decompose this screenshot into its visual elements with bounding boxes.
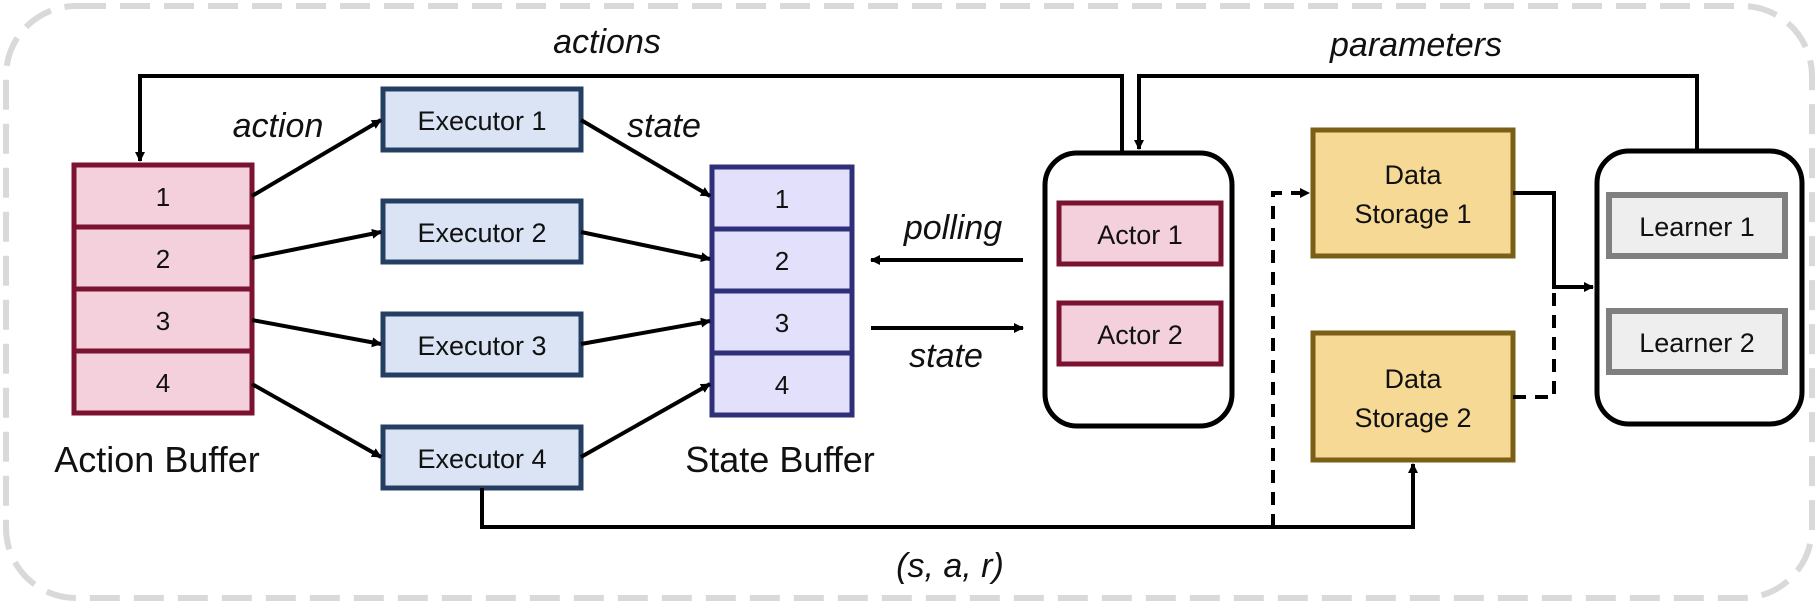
arrow-buffer-to-executor-3 — [251, 318, 382, 348]
state-buffer: 1 2 3 4 State Buffer — [685, 164, 875, 480]
action-buffer-slot: 2 — [71, 224, 255, 292]
dashed-link-storage-2-to-learners — [1513, 287, 1556, 399]
executor-label: Executor 4 — [417, 444, 546, 474]
arrow-buffer-to-executor-2 — [251, 228, 382, 260]
arrow-executor-4-to-state — [580, 382, 711, 459]
data-storage-2: Data Storage 2 — [1310, 330, 1516, 463]
actor-1: Actor 1 — [1056, 200, 1224, 267]
arrow-executor-3-to-state — [580, 317, 711, 346]
connectors — [135, 74, 1699, 529]
arrow-buffer-to-executor-4 — [251, 382, 382, 459]
state-buffer-slot: 3 — [709, 288, 855, 356]
label-state-right: state — [909, 337, 983, 375]
action-buffer-slot: 3 — [71, 286, 255, 354]
arrow-sar — [480, 463, 1418, 529]
outer-frame — [3, 3, 1815, 601]
executor-group: Executor 1 Executor 2 Executor 3 Executo… — [380, 86, 584, 491]
learner-1: Learner 1 — [1606, 192, 1788, 259]
data-storage-label-line2: Storage 1 — [1354, 199, 1471, 229]
label-polling: polling — [903, 209, 1002, 247]
label-parameters: parameters — [1329, 26, 1502, 64]
arrow-executor-1-to-state — [579, 118, 712, 198]
action-buffer-caption: Action Buffer — [54, 439, 259, 480]
state-buffer-slot: 4 — [709, 350, 855, 418]
state-buffer-slot: 1 — [709, 164, 855, 232]
action-buffer-slot-label: 1 — [156, 182, 170, 212]
data-storage-label-line1: Data — [1384, 364, 1442, 394]
arrow-storage-1-to-learners — [1513, 191, 1594, 292]
state-buffer-slot-label: 1 — [775, 184, 789, 214]
data-storage-label-line1: Data — [1384, 160, 1442, 190]
state-buffer-slot: 2 — [709, 226, 855, 294]
actor-label: Actor 1 — [1097, 220, 1183, 250]
label-actions: actions — [553, 23, 661, 61]
action-buffer-slot: 1 — [71, 162, 255, 230]
executor-1: Executor 1 — [380, 86, 584, 153]
label-state-top: state — [627, 107, 701, 145]
executor-4: Executor 4 — [380, 424, 584, 491]
state-buffer-slot-label: 2 — [775, 246, 789, 276]
action-buffer: 1 2 3 4 Action Buffer — [54, 162, 260, 480]
data-storage-label-line2: Storage 2 — [1354, 403, 1471, 433]
action-buffer-slot-label: 4 — [156, 368, 170, 398]
learner-label: Learner 2 — [1639, 328, 1755, 358]
learner-2: Learner 2 — [1606, 308, 1788, 375]
executor-label: Executor 1 — [417, 106, 546, 136]
dashed-arrow-to-storage-1 — [1271, 188, 1310, 527]
state-buffer-caption: State Buffer — [685, 439, 874, 480]
executor-2: Executor 2 — [380, 198, 584, 265]
action-buffer-slot-label: 2 — [156, 244, 170, 274]
label-sar: (s, a, r) — [896, 547, 1004, 585]
learner-container: Learner 1 Learner 2 — [1594, 148, 1805, 427]
arrow-parameters — [1134, 74, 1699, 151]
action-buffer-slot: 4 — [71, 348, 255, 416]
arrow-actions-feedback — [135, 74, 1124, 162]
data-storage-1: Data Storage 1 — [1310, 127, 1516, 259]
label-action: action — [233, 107, 324, 145]
learner-label: Learner 1 — [1639, 212, 1755, 242]
executor-label: Executor 2 — [417, 218, 546, 248]
executor-label: Executor 3 — [417, 331, 546, 361]
actor-2: Actor 2 — [1056, 300, 1224, 367]
state-buffer-slot-label: 4 — [775, 370, 789, 400]
action-buffer-slot-label: 3 — [156, 306, 170, 336]
arrow-buffer-to-executor-1 — [250, 118, 383, 198]
arrow-executor-2-to-state — [580, 230, 711, 263]
actor-label: Actor 2 — [1097, 320, 1183, 350]
executor-3: Executor 3 — [380, 311, 584, 378]
actor-container: Actor 1 Actor 2 — [1042, 150, 1235, 429]
state-buffer-slot-label: 3 — [775, 308, 789, 338]
